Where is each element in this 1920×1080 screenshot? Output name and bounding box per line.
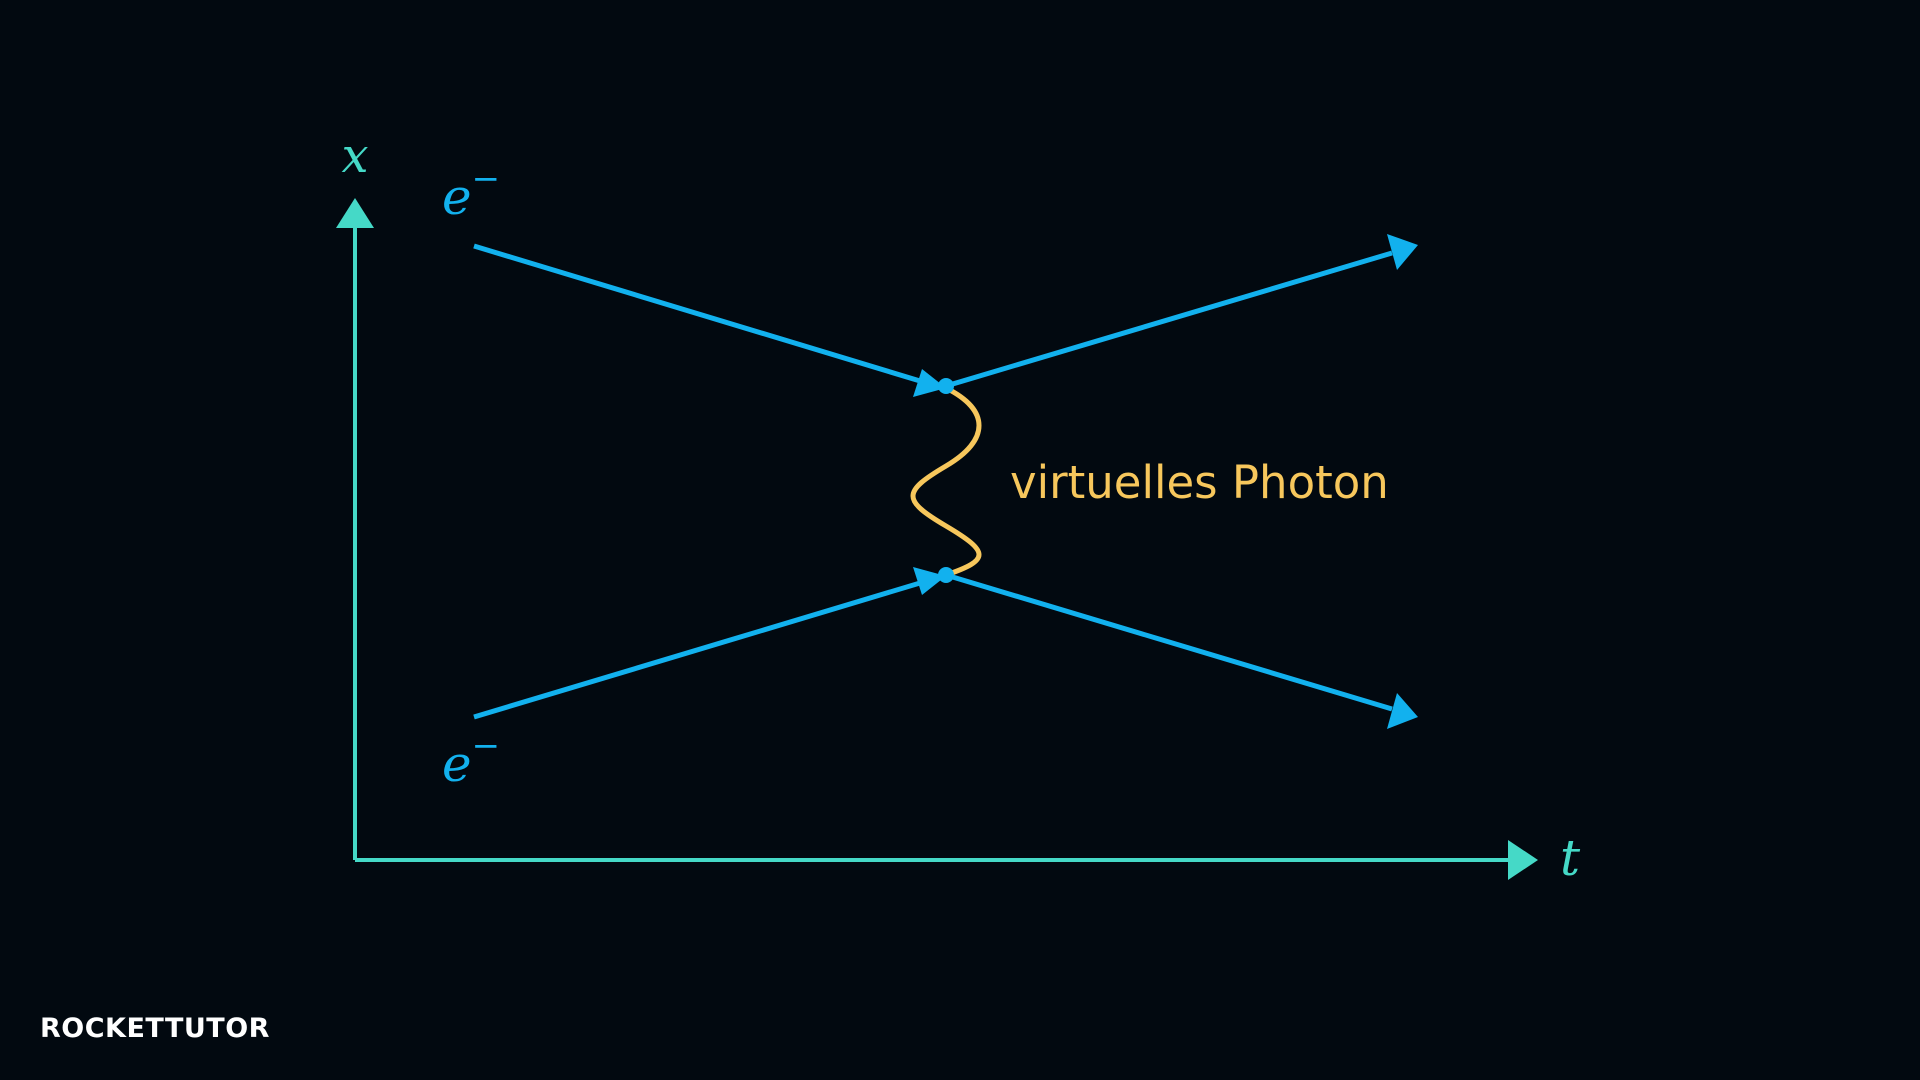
electron-top-outgoing-line: [945, 250, 1393, 389]
electron-bottom-label: e−: [442, 726, 500, 793]
electron-top-outgoing-arrowhead: [1387, 234, 1418, 270]
t-axis-label: t: [1560, 829, 1581, 887]
rockettutor-logo: ROCKETTUTOR: [40, 1012, 270, 1044]
electron-bottom-symbol: e: [442, 735, 472, 793]
electron-bottom-outgoing-arrowhead: [1387, 693, 1418, 729]
virtual-photon-label: virtuelles Photon: [1010, 456, 1389, 509]
virtual-photon-wave: [910, 385, 982, 578]
electron-bottom-incoming-line: [473, 577, 931, 720]
x-axis-arrowhead: [336, 198, 374, 228]
electron-bottom-outgoing-line: [945, 572, 1393, 712]
electron-top-charge: −: [472, 159, 501, 199]
electron-top-label: e−: [442, 159, 500, 226]
vertex-top: [938, 378, 954, 394]
vertex-bottom: [938, 567, 954, 583]
electron-top-symbol: e: [442, 168, 472, 226]
electron-bottom-charge: −: [472, 726, 501, 766]
electron-bottom-incoming-arrowhead: [913, 567, 946, 595]
electron-top-incoming-line: [473, 243, 931, 387]
x-axis-label: x: [341, 128, 368, 184]
t-axis-arrowhead: [1508, 840, 1538, 880]
electron-top-incoming-arrowhead: [913, 369, 946, 397]
